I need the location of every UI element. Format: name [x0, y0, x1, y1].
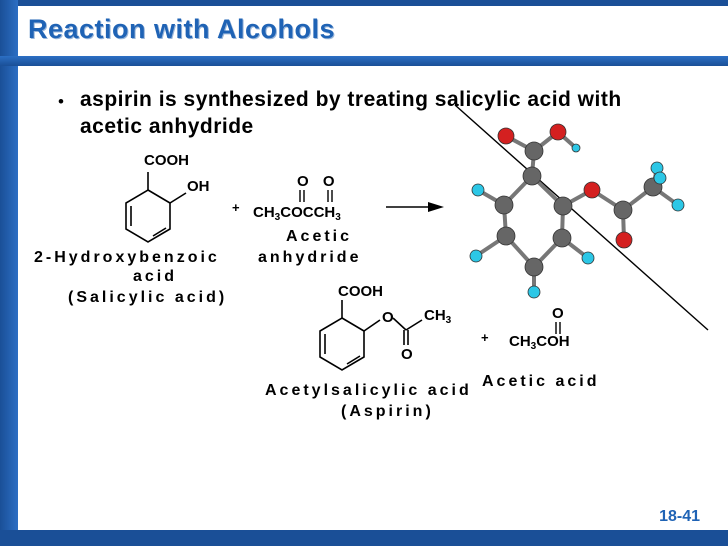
- molecule-model: [469, 123, 685, 299]
- plus-sign-2: +: [481, 330, 489, 345]
- anhydride-name-line2: anhydride: [258, 249, 362, 266]
- top-border: [0, 0, 728, 6]
- page-number: 18-41: [659, 508, 700, 525]
- slide-title: Reaction with Alcohols: [28, 14, 336, 44]
- acetic-acid-name: Acetic acid: [482, 373, 600, 390]
- acetic-acid-o: O: [552, 305, 564, 322]
- salicylic-name-line3: (Salicylic acid): [68, 289, 228, 306]
- aspirin-ch3: CH3: [424, 307, 452, 326]
- title-underline-bar: [0, 56, 728, 66]
- aspirin-name-line1: Acetylsalicylic acid: [265, 382, 472, 399]
- anhydride-name-line1: Acetic: [286, 228, 353, 245]
- salicylic-ring: [125, 172, 187, 243]
- salicylic-oh: OH: [187, 178, 210, 195]
- divider-line: [454, 104, 709, 331]
- anhydride-formula: CH3COCCH3: [253, 204, 341, 223]
- plus-sign-1: +: [232, 200, 240, 215]
- acetic-acid-formula: CH3COH: [509, 333, 570, 352]
- salicylic-name-line1: 2-Hydroxybenzoic: [34, 249, 220, 266]
- anhydride-bonds: [299, 190, 333, 202]
- left-border: [0, 0, 18, 546]
- footer-bar: [0, 530, 728, 546]
- aspirin-carbonyl-o: O: [401, 346, 413, 363]
- anhydride-oxygens: O O: [297, 173, 335, 190]
- salicylic-name-line2: acid: [133, 268, 178, 285]
- bullet-text: aspirin is synthesized by treating salic…: [80, 88, 622, 138]
- salicylic-cooh: COOH: [144, 152, 189, 169]
- acetic-acid-bond: [555, 322, 561, 334]
- bullet-dot-icon: •: [58, 92, 64, 111]
- aspirin-ring: [319, 300, 423, 371]
- aspirin-cooh: COOH: [338, 283, 383, 300]
- aspirin-name-line2: (Aspirin): [341, 403, 434, 420]
- aspirin-ester-o: O: [382, 309, 394, 326]
- reaction-arrow: [386, 202, 444, 212]
